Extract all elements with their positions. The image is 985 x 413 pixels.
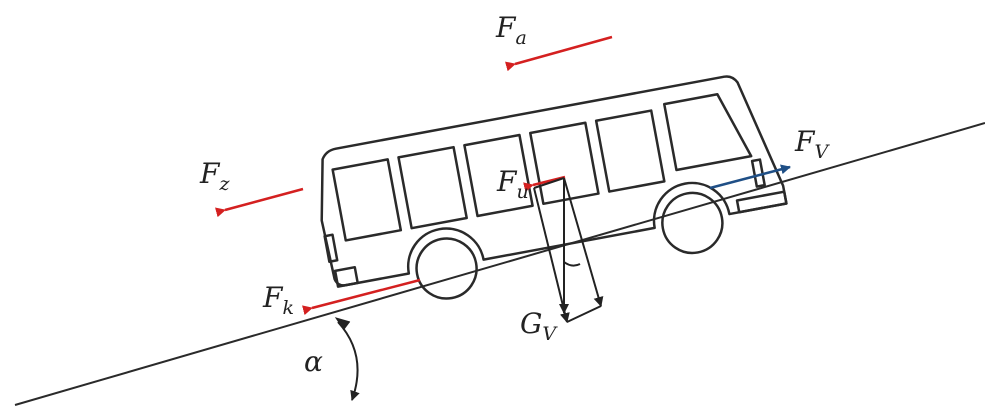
bus-body-outline: [320, 75, 788, 287]
bus-wheel-rear: [415, 237, 478, 300]
bus: [320, 75, 788, 300]
label-alpha: α: [304, 345, 323, 378]
bus-rear-light: [323, 233, 339, 264]
label-fk: Fk: [263, 281, 294, 319]
angle-arc: [337, 321, 360, 401]
force-arrow-fa: [504, 35, 613, 72]
label-fz: Fz: [200, 157, 230, 195]
bus-window: [331, 158, 403, 242]
force-arrow-fk: [302, 278, 421, 316]
bus-wheel-front: [661, 191, 724, 255]
bus-window: [463, 133, 534, 218]
bus-front-light: [750, 158, 766, 188]
bus-window: [594, 109, 666, 193]
force-arrow-fu: [523, 175, 566, 193]
label-fa: Fa: [496, 11, 527, 49]
bus-rear-bumper: [333, 265, 359, 288]
gravity-decomposition: [533, 177, 604, 323]
force-arrow-fv: [709, 164, 791, 190]
label-gv: GV: [520, 307, 557, 345]
angle-arc-start-arrow: [334, 317, 351, 331]
slope-line: [14, 122, 985, 406]
force-arrow-fz: [215, 187, 304, 218]
bus-window: [397, 145, 468, 230]
label-fu: Fu: [497, 165, 529, 203]
label-fv: FV: [795, 125, 829, 163]
bus-windshield: [662, 92, 753, 172]
bus-front-bumper: [735, 190, 788, 214]
